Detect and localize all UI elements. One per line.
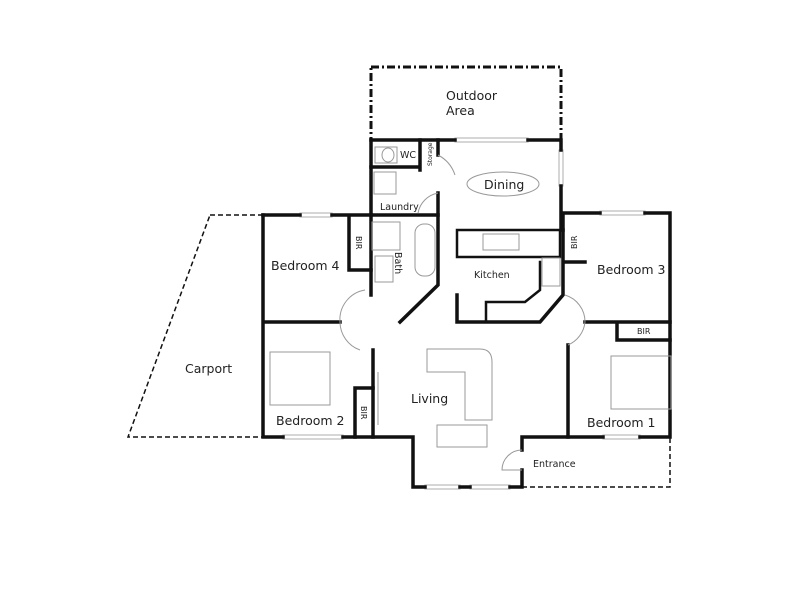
entrance-porch-boundary — [522, 437, 671, 488]
outdoor-area-label-2: Area — [446, 103, 475, 118]
bir-bedroom4-label: BIR — [354, 236, 363, 250]
carport-label: Carport — [185, 361, 232, 376]
bir-bedroom2-label: BIR — [359, 406, 368, 420]
bedroom1-label: Bedroom 1 — [587, 415, 655, 430]
wc-label: WC — [400, 150, 416, 161]
storage-label: Storage — [427, 142, 434, 166]
bir-bedroom3-label: BIR — [570, 235, 579, 249]
dining-label: Dining — [484, 177, 524, 192]
living-label: Living — [411, 391, 448, 406]
bedroom4-label: Bedroom 4 — [271, 258, 340, 273]
dining-table — [466, 171, 540, 197]
entrance-label: Entrance — [533, 459, 576, 470]
outdoor-area-label: Outdoor — [446, 88, 498, 103]
bedroom2-label: Bedroom 2 — [276, 413, 344, 428]
furniture — [269, 146, 672, 448]
bath-label: Bath — [392, 252, 403, 274]
kitchen-label: Kitchen — [474, 270, 510, 281]
doors — [339, 154, 586, 471]
walls — [261, 138, 672, 489]
bir-bedroom1-label: BIR — [637, 327, 651, 336]
laundry-label: Laundry — [380, 202, 419, 213]
carport-boundary — [126, 214, 264, 438]
bedroom3-label: Bedroom 3 — [597, 262, 665, 277]
